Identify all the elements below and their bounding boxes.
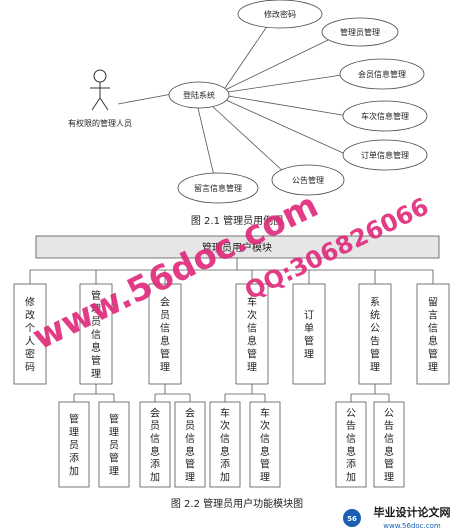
module-box-member-info: [148, 283, 182, 385]
figure-caption-2: 图 2.2 管理员用户功能模块图: [171, 497, 303, 510]
usecase-item-label: 会员信息管理: [358, 69, 406, 79]
module-box-train-add: [209, 401, 241, 488]
module-box-change-password: [13, 283, 47, 385]
module-label: 系统公告管理: [370, 296, 380, 373]
module-root-box: [35, 235, 440, 259]
brand-name: 毕业设计论文网: [374, 505, 451, 519]
usecase-train-info: [342, 100, 428, 132]
usecase-admin-manage: [321, 17, 399, 47]
submodule-label: 会员信息管理: [185, 406, 195, 483]
usecase-connectors: [117, 21, 349, 181]
submodule-label: 会员信息添加: [150, 406, 160, 483]
module-label: 会员信息管理: [160, 295, 170, 373]
usecase-item-label: 公告管理: [292, 175, 324, 185]
module-box-notice-manage: [373, 401, 405, 488]
module-label: 管理员信息管理: [91, 289, 101, 380]
module-box-notice-add: [335, 401, 367, 488]
module-box-notice: [358, 283, 392, 385]
module-label: 修改个人密码: [25, 295, 35, 373]
module-level1-labels: 修改个人密码 管理员信息管理 会员信息管理 车次信息管理 订单管理 系统公告管理 留言信息管…: [25, 289, 438, 380]
usecase-change-password: [237, 0, 323, 29]
module-box-member-add: [139, 401, 171, 488]
module-box-member-manage: [174, 401, 206, 488]
usecase-center-label: 登陆系统: [183, 90, 215, 100]
usecase-item-label: 修改密码: [264, 9, 296, 19]
brand-url: www.56doc.com: [383, 522, 441, 530]
module-box-order: [292, 283, 326, 385]
module-label: 留言信息管理: [428, 295, 438, 373]
usecase-item-label: 管理员管理: [340, 27, 380, 37]
module-root-label: 管理员用户模块: [202, 241, 272, 254]
brand-logo-mark: 56: [347, 515, 357, 523]
usecase-message-info: [177, 172, 259, 204]
brand-logo: 56 毕业设计论文网 www.56doc.com: [343, 505, 451, 530]
actor-label: 有权限的管理人员: [68, 118, 132, 128]
actor-figure: [90, 69, 110, 111]
submodule-label: 公告信息添加: [346, 408, 356, 483]
submodule-label: 管理员管理: [109, 412, 119, 477]
usecase-login: [168, 81, 230, 109]
module-label: 车次信息管理: [247, 295, 257, 373]
module-level2-boxes: [58, 401, 405, 488]
usecase-order-info: [342, 139, 428, 171]
submodule-label: 车次信息管理: [260, 406, 270, 483]
usecase-item-label: 订单信息管理: [361, 150, 409, 160]
module-level2-labels: 管理员添加 管理员管理 会员信息添加 会员信息管理 车次信息添加 车次信息管理 公告信息添加…: [69, 406, 394, 483]
usecase-item-label: 留言信息管理: [194, 183, 242, 193]
usecase-item-label: 车次信息管理: [361, 111, 409, 121]
module-box-admin-manage: [98, 401, 130, 488]
submodule-label: 管理员添加: [69, 412, 79, 477]
module-box-train-manage: [249, 401, 281, 488]
module-box-train-info: [235, 283, 269, 385]
module-label: 订单管理: [304, 309, 314, 360]
submodule-label: 公告信息管理: [384, 408, 394, 483]
tree-connectors: [29, 258, 434, 402]
usecase-ellipses: [168, 0, 428, 204]
module-box-message: [416, 283, 450, 385]
usecase-notice: [271, 164, 345, 196]
figure-caption-1: 图 2.1 管理员用例图: [191, 214, 283, 227]
module-box-admin-info: [79, 283, 113, 385]
module-level1-boxes: [13, 283, 450, 385]
usecase-member-info: [339, 58, 425, 90]
module-box-admin-add: [58, 401, 90, 488]
submodule-label: 车次信息添加: [220, 406, 230, 483]
